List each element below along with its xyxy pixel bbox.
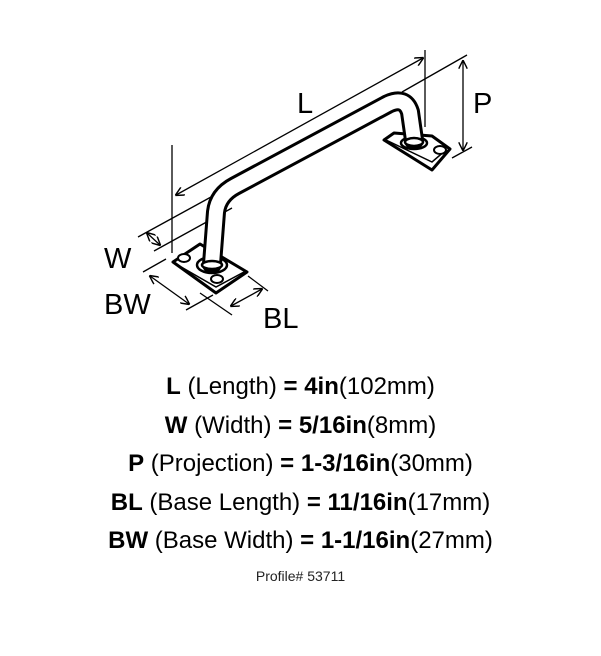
profile-number: Profile# 53711 (255, 568, 346, 584)
handle-bar (200, 91, 425, 274)
dimension-lines (137, 50, 473, 316)
spec-list: L (Length) = 4in(102mm) W (Width) = 5/16… (0, 368, 601, 561)
label-length: L (297, 88, 314, 120)
spec-row-projection: P (Projection) = 1-3/16in(30mm) (128, 450, 473, 477)
label-width: W (104, 243, 132, 275)
label-base-width: BW (104, 289, 151, 321)
spec-row-width: W (Width) = 5/16in(8mm) (164, 411, 437, 439)
spec-row-base-length: BL (Base Length) = 11/16in(17mm) (110, 488, 491, 516)
handle-drawing (137, 50, 473, 316)
label-projection: P (473, 88, 493, 120)
label-base-length: BL (263, 303, 299, 335)
spec-row-length: L (Length) = 4in(102mm) (166, 373, 435, 400)
spec-row-base-width: BW (Base Width) = 1-1/16in(27mm) (108, 527, 493, 554)
